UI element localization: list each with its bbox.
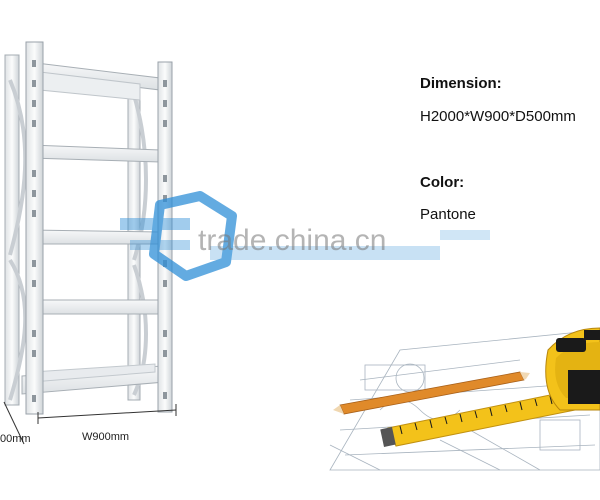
depth-dimension-label: 00mm [0,433,31,445]
pencil-icon [333,371,530,415]
width-dimension-label: W900mm [82,431,129,443]
color-label: Color: [420,174,465,191]
dimension-label: Dimension: [420,75,502,92]
tape-measure-icon [545,327,600,411]
color-value: Pantone [420,206,476,223]
dimension-value: H2000*W900*D500mm [420,108,576,125]
hexagon-logo-icon [149,191,237,281]
watermark-text: trade.china.cn [198,224,387,257]
